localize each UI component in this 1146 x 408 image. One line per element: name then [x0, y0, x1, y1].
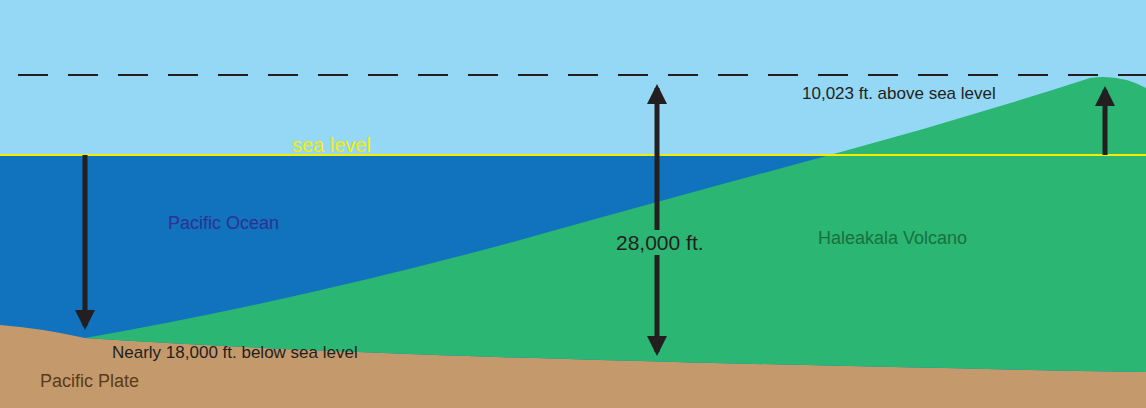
dimension-label: 10,023 ft. above sea level	[802, 85, 996, 104]
sea-level-line	[0, 154, 1146, 156]
sea-level-label: sea level	[292, 134, 371, 156]
summit-dashed-line	[18, 74, 1146, 76]
elevation-arrow	[1103, 90, 1108, 155]
dimension-label: Nearly 18,000 ft. below sea level	[112, 344, 358, 363]
region-label: Haleakala Volcano	[818, 229, 967, 249]
depth-arrow	[83, 155, 88, 326]
region-label: Pacific Ocean	[168, 214, 279, 234]
volcano	[85, 77, 1146, 372]
region-label: Pacific Plate	[40, 372, 139, 392]
dimension-label: 28,000 ft.	[612, 230, 708, 255]
height-arrow	[655, 88, 660, 352]
